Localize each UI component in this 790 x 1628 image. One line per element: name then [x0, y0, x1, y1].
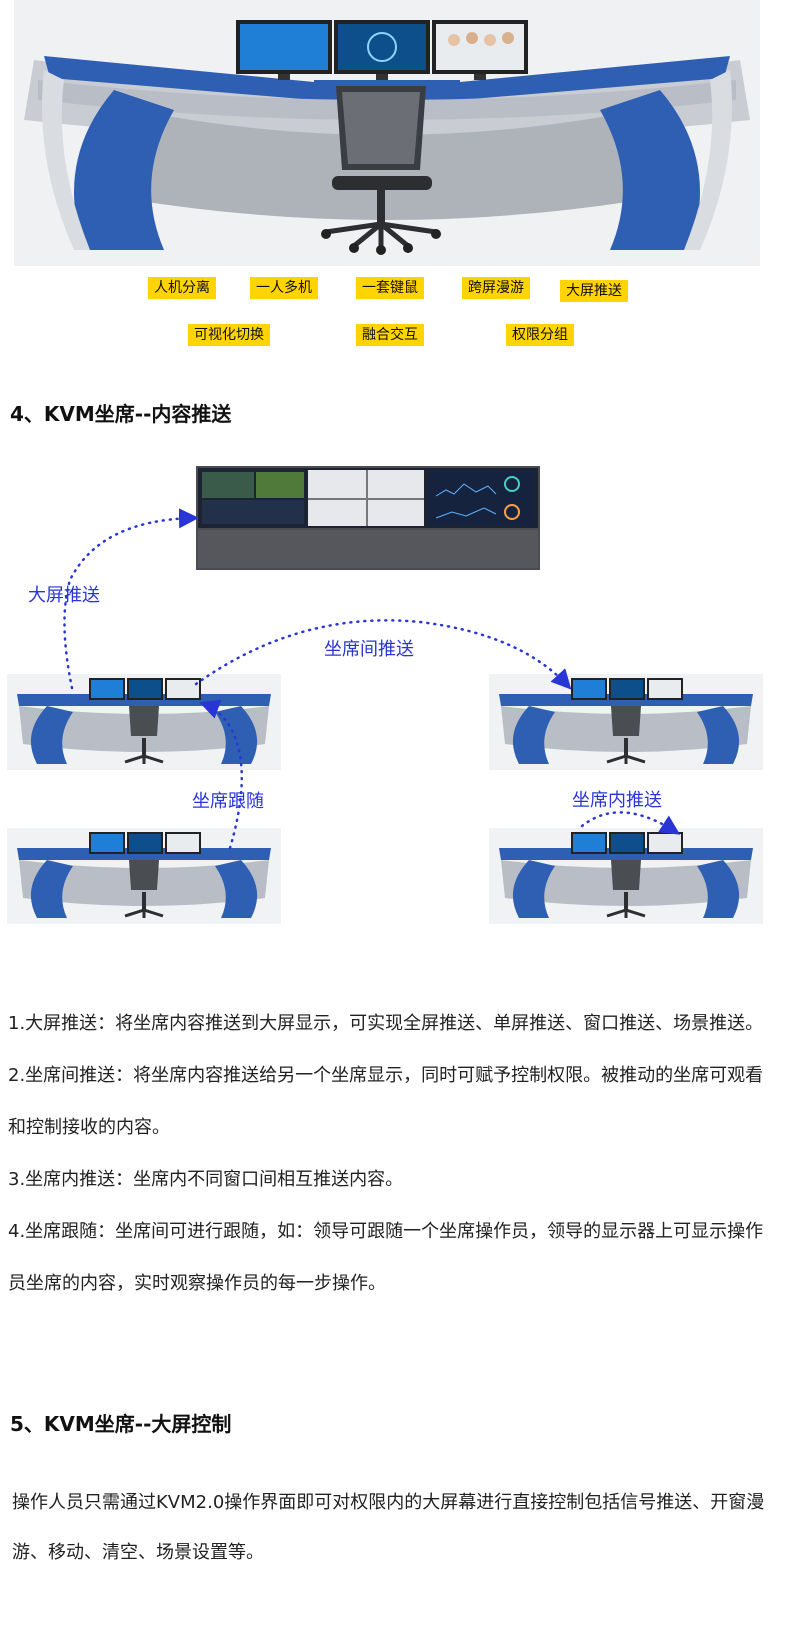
arrow-big-screen-push — [63, 508, 199, 690]
feature-tag: 一人多机 — [250, 277, 318, 299]
paragraph: 1.大屏推送：将坐席内容推送到大屏显示，可实现全屏推送、单屏推送、窗口推送、场景… — [8, 1013, 764, 1034]
console-desk-image — [14, 0, 760, 266]
seat-console-image — [7, 828, 281, 924]
arrow-inter-seat-push — [194, 619, 572, 690]
feature-tag: 跨屏漫游 — [462, 277, 530, 299]
label-big-screen-push: 大屏推送 — [28, 585, 100, 606]
label-seat-follow: 坐席跟随 — [192, 791, 264, 812]
feature-tag: 人机分离 — [148, 277, 216, 299]
video-wall-image — [196, 466, 540, 570]
section-title: 5、KVM坐席--大屏控制 — [10, 1412, 232, 1436]
section5-description: 操作人员只需通过KVM2.0操作界面即可对权限内的大屏幕进行直接控制包括信号推送… — [12, 1492, 765, 1563]
section4-description: 1.大屏推送：将坐席内容推送到大屏显示，可实现全屏推送、单屏推送、窗口推送、场景… — [8, 998, 768, 1310]
feature-tag: 可视化切换 — [188, 324, 270, 346]
paragraph: 3.坐席内推送：坐席内不同窗口间相互推送内容。 — [8, 1169, 404, 1190]
seat-console-image — [489, 828, 763, 924]
label-inter-seat-push: 坐席间推送 — [324, 639, 414, 660]
arrow-intra-seat-push — [580, 811, 681, 835]
feature-tag: 权限分组 — [506, 324, 574, 346]
label-intra-seat-push: 坐席内推送 — [572, 790, 662, 811]
arrow-seat-follow — [199, 699, 243, 850]
feature-tag: 融合交互 — [356, 324, 424, 346]
seat-console-image — [489, 674, 763, 770]
paragraph: 2.坐席间推送：将坐席内容推送给另一个坐席显示，同时可赋予控制权限。被推动的坐席… — [8, 1065, 764, 1138]
section-title: 4、KVM坐席--内容推送 — [10, 402, 232, 426]
feature-tag: 一套键鼠 — [356, 277, 424, 299]
paragraph: 4.坐席跟随：坐席间可进行跟随，如：领导可跟随一个坐席操作员，领导的显示器上可显… — [8, 1221, 764, 1294]
feature-tag: 大屏推送 — [560, 280, 628, 302]
push-arrows-diagram — [63, 508, 681, 850]
